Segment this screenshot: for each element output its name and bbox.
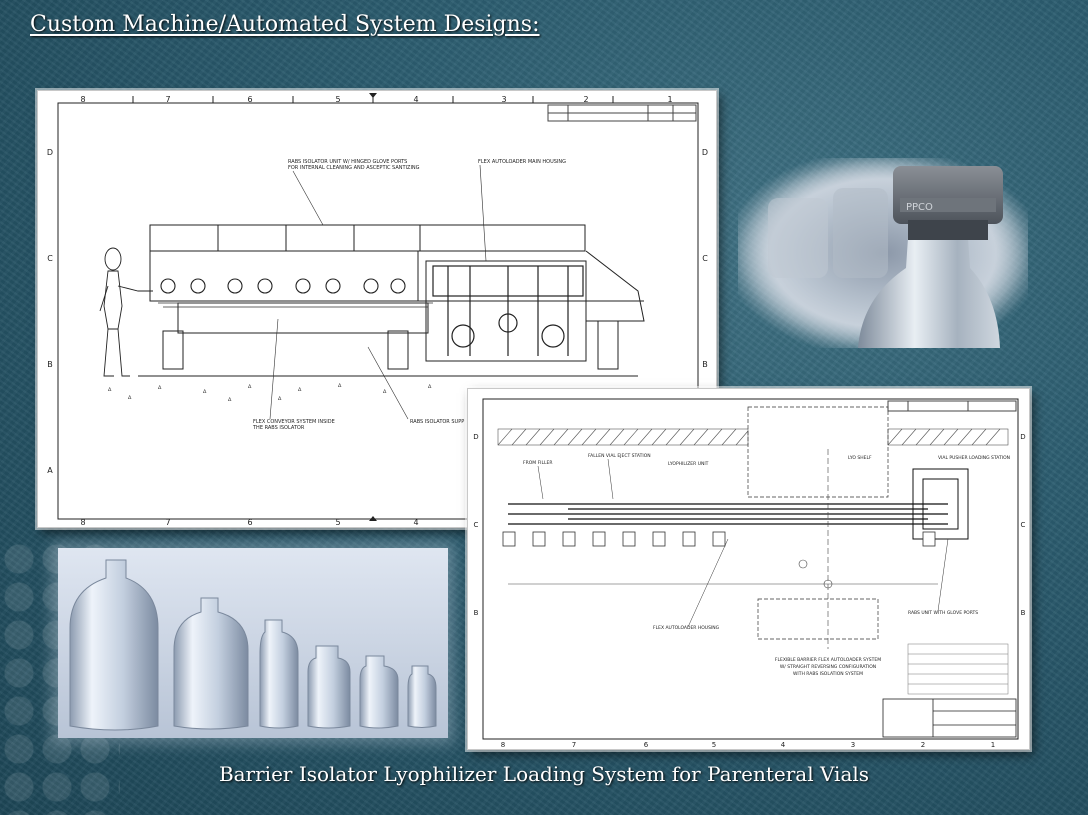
callout-text: THE RABS ISOLATOR [252,425,305,431]
grid-number: 2 [921,741,925,749]
callout-text: FLEX AUTOLOADER HOUSING [653,625,720,631]
background-vials [768,188,888,278]
title-block [882,698,1017,738]
svg-text:∆: ∆ [227,397,232,403]
svg-text:∆: ∆ [382,389,387,395]
grid-number: 8 [80,95,85,104]
vial-cap-text: PPCO [906,202,933,213]
svg-text:∆: ∆ [247,384,252,390]
grid-letter: B [47,360,53,369]
grid-number: 7 [165,518,170,527]
grid-letter: C [1021,521,1026,529]
drawing-note: WITH RABS ISOLATION SYSTEM [793,671,863,677]
center-arrow-icon [369,93,377,98]
grid-number: 4 [413,95,418,104]
grid-letter: C [702,254,708,263]
revision-block [547,104,697,122]
grid-letter: D [1020,433,1025,441]
svg-text:∆: ∆ [107,387,112,393]
grid-number: 1 [667,95,672,104]
vial-body [858,238,1000,348]
callout-text: VIAL PUSHER LOADING STATION [938,455,1010,461]
loading-station [912,468,969,540]
drawing-note: W/ STRAIGHT REVERSING CONFIGURATION [780,664,876,670]
svg-text:∆: ∆ [427,384,432,390]
grid-number: 8 [501,741,505,749]
grid-number: 1 [991,741,995,749]
glove-port-icon [502,531,936,547]
grid-number: 4 [781,741,786,749]
vial-cap [893,166,1003,224]
dimension-lines [508,449,938,649]
grid-number: 7 [572,741,576,749]
slide-title: Custom Machine/Automated System Designs: [30,12,540,37]
grid-letter: B [702,360,708,369]
autoloader-mechanism [432,265,584,356]
drawing-note: FLEXIBLE BARRIER FLEX AUTOLOADER SYSTEM [775,657,881,663]
callout-text: FOR INTERNAL CLEANING AND ASCEPTIC SANTI… [288,165,420,171]
glove-port-icon [160,278,406,294]
conveyor-line [158,302,433,308]
grid-number: 2 [583,95,588,104]
revision-block [887,400,1017,412]
slide-caption: Barrier Isolator Lyophilizer Loading Sys… [218,762,870,786]
center-arrow-icon [369,516,377,521]
svg-text:∆: ∆ [127,395,132,401]
glass-bottles-photo [58,548,448,738]
svg-text:∆: ∆ [337,383,342,389]
svg-text:∆: ∆ [157,385,162,391]
svg-text:∆: ∆ [277,396,282,402]
grid-letter: D [473,433,478,441]
human-figure [99,247,153,377]
grid-number: 6 [644,741,649,749]
svg-text:∆: ∆ [297,387,302,393]
callout-text: LYO SHELF [848,455,872,461]
bottle [69,559,437,731]
grid-letter: A [47,466,53,475]
grid-letter: C [47,254,53,263]
grid-letter: D [702,148,708,157]
grid-number: 7 [165,95,170,104]
grid-letter: C [474,521,479,529]
callout-text: FLEX CONVEYOR SYSTEM INSIDE [253,419,335,425]
grid-letter: D [47,148,53,157]
grid-number: 5 [335,95,340,104]
callout-text: LYOPHILIZER UNIT [668,461,709,467]
grid-number: 3 [501,95,506,104]
autoloader-plan-drawing: 8 7 6 5 4 3 2 1 D C B D C B [467,388,1030,750]
notes-table [907,643,1009,695]
callout-text: FALLEN VIAL EJECT STATION [588,453,651,459]
wall-hatch [497,428,1009,446]
grid-number: 6 [247,95,252,104]
grid-number: 6 [247,518,252,527]
callout-text: RABS ISOLATOR UNIT W/ HINGED GLOVE PORTS [288,159,407,165]
vial-closeup-photo: PPCO [738,158,1028,348]
grid-number: 4 [413,518,418,527]
grid-letter: B [1021,609,1026,617]
callout-text: FLEX AUTOLOADER MAIN HOUSING [478,159,566,165]
lyophilizer-outline [747,406,889,640]
callout-text: FROM FILLER [523,460,552,466]
grid-letter: B [474,609,479,617]
floor-marks: ∆ ∆ ∆ ∆ ∆ ∆ ∆ ∆ ∆ ∆ ∆ [107,383,432,403]
callout-text: RABS ISOLATOR SUPP [410,419,464,425]
conveyor-track [508,503,948,525]
grid-number: 3 [851,741,855,749]
grid-number: 8 [80,518,85,527]
svg-text:∆: ∆ [202,389,207,395]
callout-text: RABS UNIT WITH GLOVE PORTS [908,610,978,616]
grid-number: 5 [335,518,340,527]
grid-number: 5 [712,741,716,749]
